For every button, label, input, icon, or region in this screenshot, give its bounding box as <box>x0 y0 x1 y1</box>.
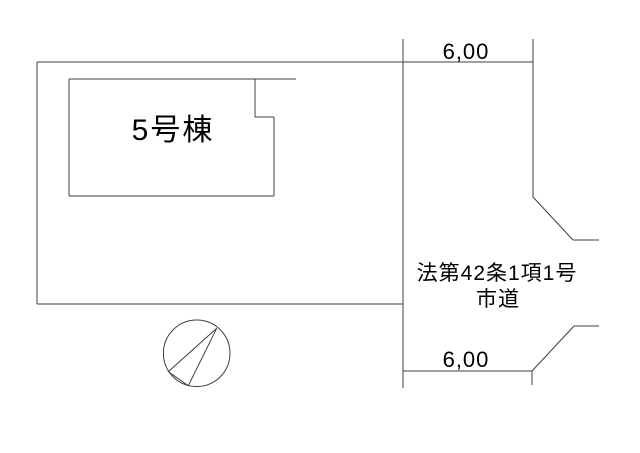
corner-chamfer-top <box>532 196 574 241</box>
dimension-bottom-lines <box>403 370 533 385</box>
road-edges <box>402 39 599 388</box>
road-label-line1: 法第42条1項1号 <box>417 262 578 285</box>
building-label: 5号棟 <box>132 114 215 147</box>
road-corner-chamfers <box>531 196 575 372</box>
north-arrow-circle <box>162 319 231 388</box>
north-arrow-icon <box>162 319 231 388</box>
road-label-line2: 市道 <box>476 288 520 311</box>
dimension-bottom-label: 6,00 <box>443 347 490 372</box>
building-outline <box>68 78 296 197</box>
site-boundary <box>36 61 533 305</box>
corner-chamfer-bottom <box>531 325 575 372</box>
dimension-top-label: 6,00 <box>443 39 490 64</box>
north-arrow-needle <box>167 327 218 387</box>
